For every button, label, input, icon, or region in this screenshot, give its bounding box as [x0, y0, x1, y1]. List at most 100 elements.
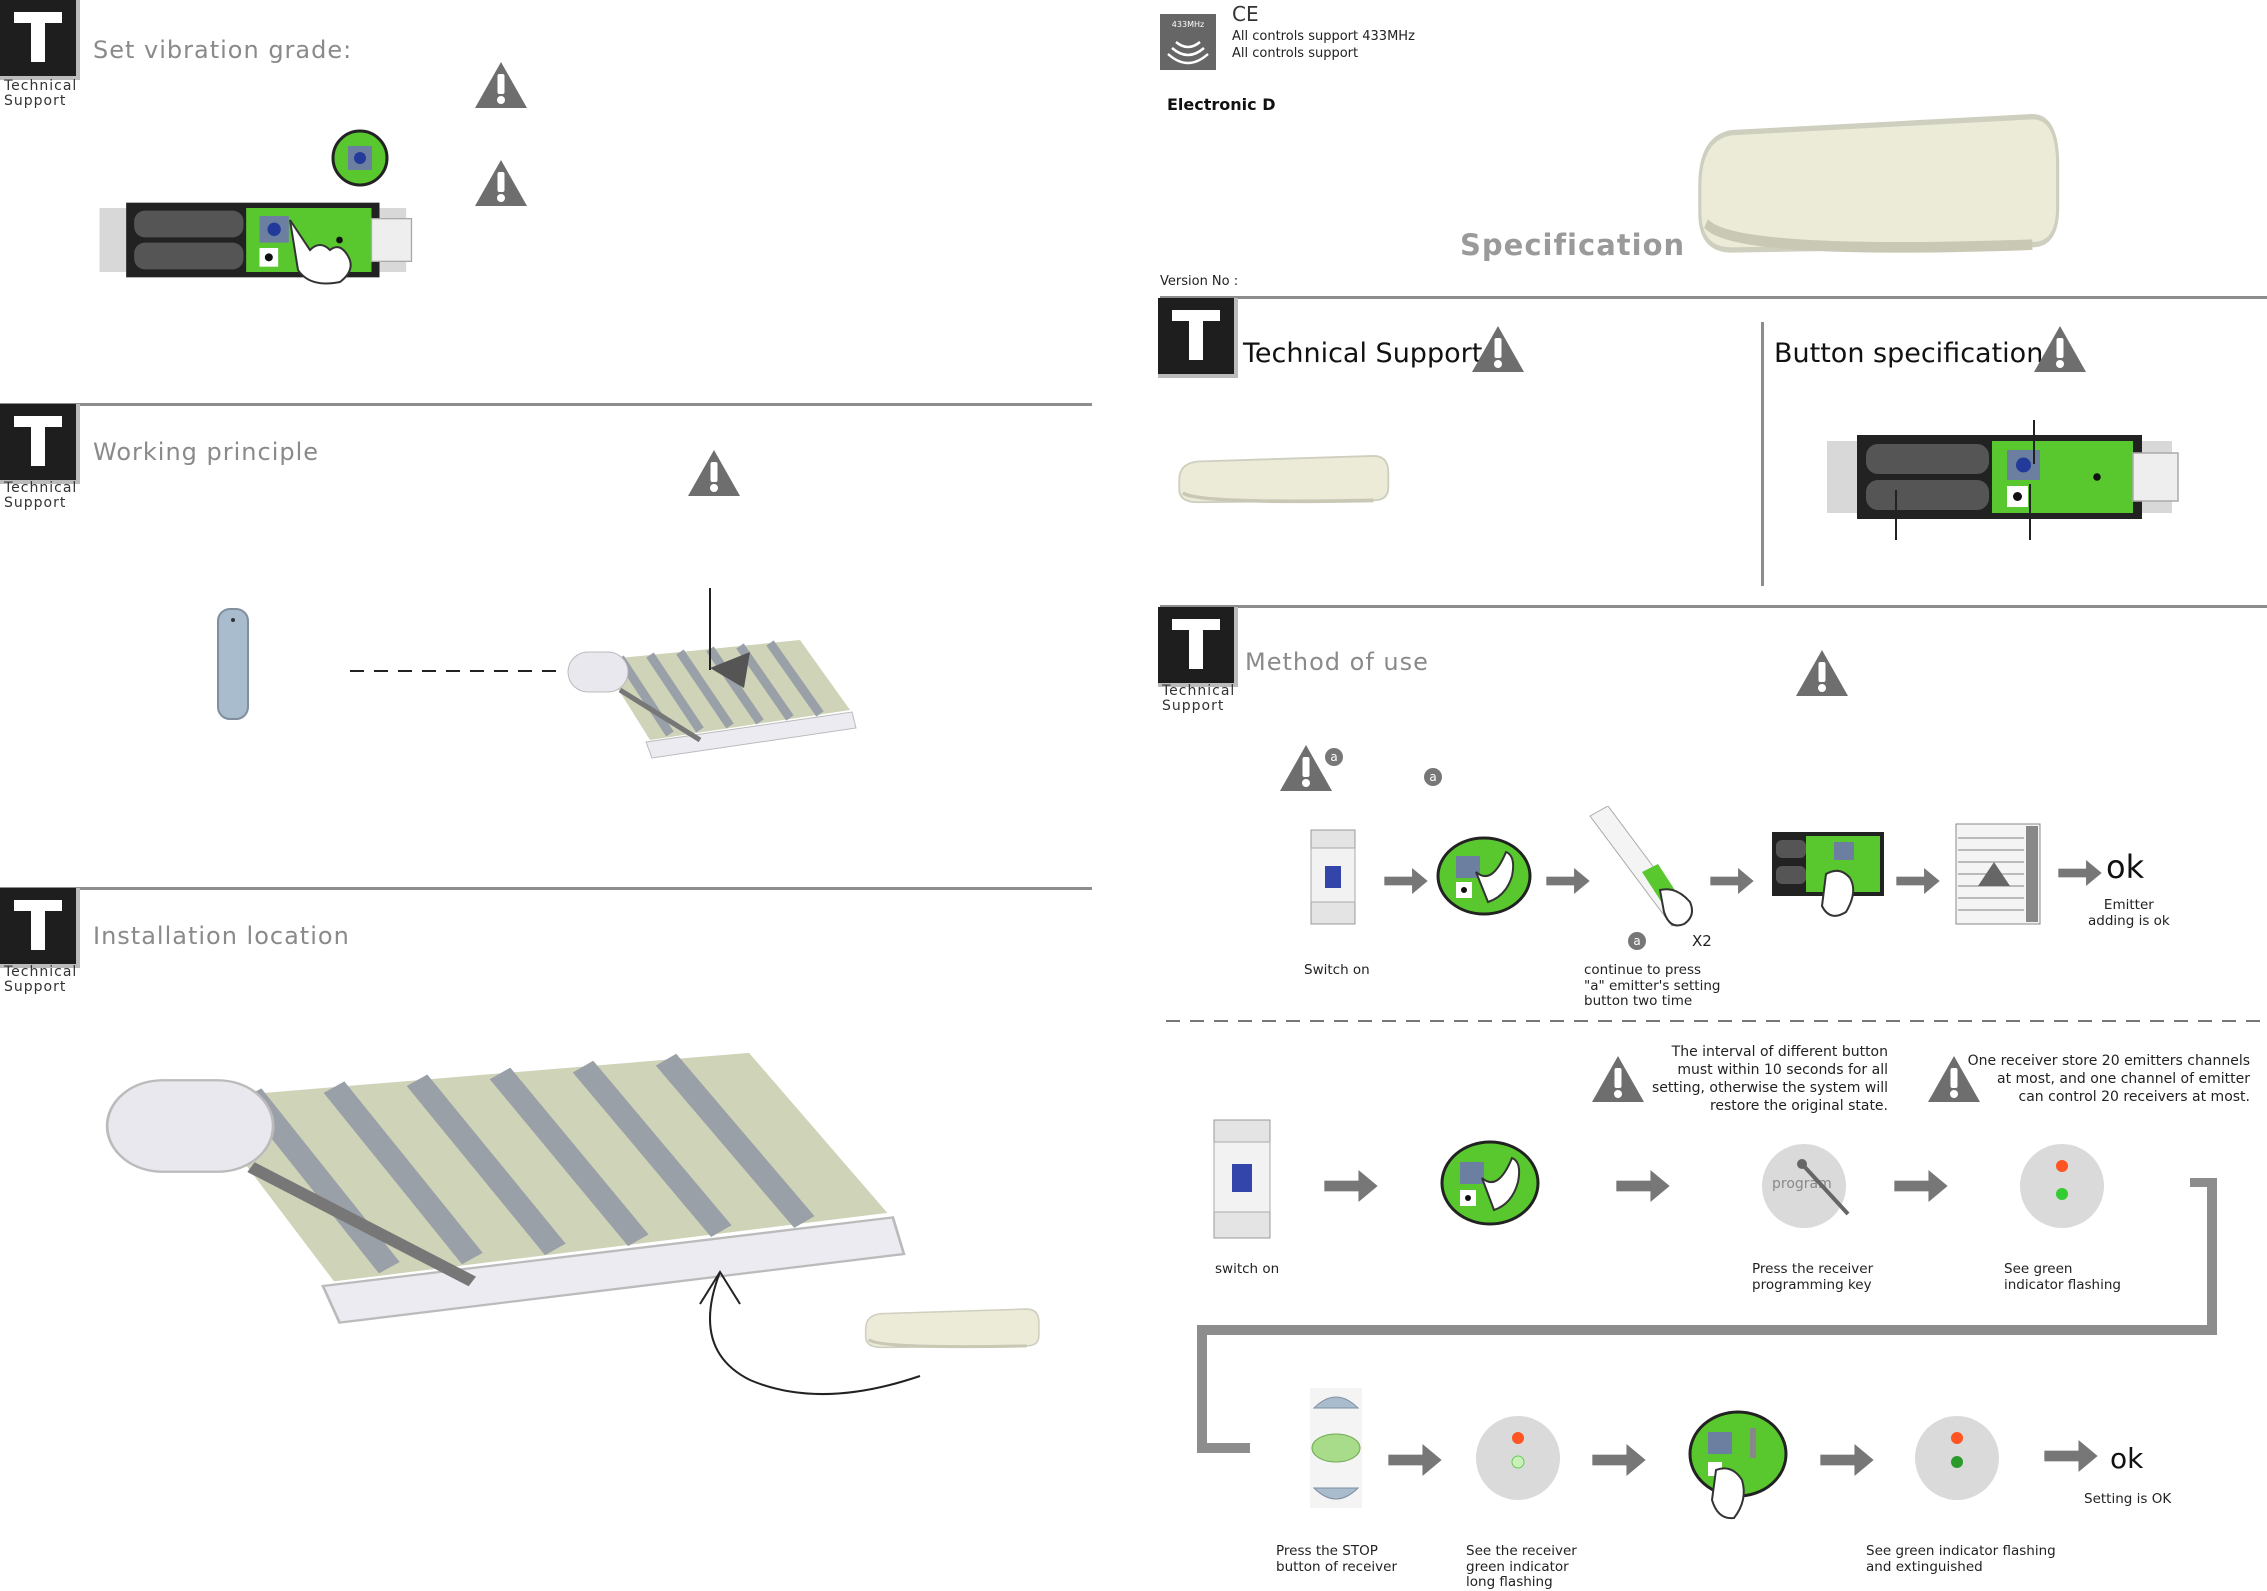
step-caption-line: Emitter [2103, 897, 2154, 913]
button-press-icon [1688, 1410, 1788, 1520]
circuit-breaker-icon [1213, 1119, 1271, 1239]
section-divider [0, 887, 1092, 890]
warning-icon [473, 158, 529, 208]
note-line: One receiver store 20 emitters channels [1967, 1053, 2250, 1069]
step-caption-line: long flashing [1466, 1574, 1553, 1590]
ce-mark: CE [1232, 2, 1259, 26]
step-caption-line: "a" emitter's setting [1584, 977, 1721, 994]
interval-note: The interval of different button must wi… [1636, 1043, 1888, 1115]
button-press-icon [1440, 1140, 1540, 1226]
arrow-right-icon [1896, 868, 1940, 894]
stop-button-remote-icon [1310, 1388, 1362, 1508]
callout-lines [1895, 420, 2035, 540]
logo-caption: Technical Support [1162, 684, 1235, 714]
note-line: The interval of different button [1671, 1044, 1888, 1060]
arrow-right-icon [1584, 1444, 1654, 1476]
technical-support-logo [0, 0, 80, 80]
install-arrow [699, 1270, 921, 1395]
badge-a-icon: a [1424, 768, 1442, 786]
hand-press-icon [289, 219, 352, 285]
warning-icon [473, 60, 529, 110]
receiver-board-press-icon [1772, 832, 1884, 917]
warning-icon [686, 448, 742, 498]
warning-icon [2032, 324, 2088, 374]
version-label: Version No : [1160, 274, 1239, 289]
warning-icon [1470, 324, 1526, 374]
step-caption-line: adding is ok [2088, 912, 2170, 929]
step-caption: See the receiver green indicator long fl… [1466, 1543, 1577, 1591]
note-line: at most, and one channel of emitter [1997, 1071, 2250, 1087]
section-title: Set vibration grade: [93, 36, 353, 64]
logo-caption: Technical Support [4, 79, 77, 109]
step-caption: See green indicator flashing [2004, 1261, 2121, 1293]
indicator-light-icon [1476, 1416, 1560, 1500]
warning-icon [1794, 648, 1850, 698]
spec-title: Specification [1460, 228, 1686, 262]
frequency-badge-icon: 433MHz [1160, 14, 1216, 70]
arrow-right-icon [1384, 868, 1428, 894]
logo-caption-line1: Technical [1162, 683, 1236, 699]
section-title: Button specification [1774, 338, 2044, 369]
step-caption-line: green indicator [1466, 1558, 1569, 1575]
step-caption: Switch on [1304, 962, 1370, 978]
section-title: Working principle [93, 438, 320, 466]
badge-a-icon: a [1325, 748, 1343, 766]
receiver-product-image [1684, 106, 2064, 266]
step-caption-line: programming key [1752, 1276, 1872, 1293]
receiver-note: One receiver store 20 emitters channels … [1956, 1052, 2250, 1106]
technical-support-logo [1158, 607, 1238, 687]
section-title: Method of use [1245, 648, 1429, 676]
remote-control-icon [217, 608, 249, 720]
technical-support-logo [0, 888, 80, 968]
support-line-2: All controls support [1232, 46, 1359, 61]
step-caption-line: button of receiver [1276, 1558, 1398, 1575]
logo-caption-line2: Support [4, 979, 67, 995]
logo-caption-line1: Technical [4, 964, 78, 980]
ok-label: ok [2106, 848, 2145, 886]
program-key-icon: program [1762, 1144, 1850, 1228]
arrow-right-icon [1812, 1444, 1882, 1476]
logo-caption-line1: Technical [4, 480, 78, 496]
button-zoom-icon [331, 129, 389, 187]
note-line: must within 10 seconds for all [1677, 1062, 1888, 1078]
product-name: Electronic D [1167, 95, 1276, 114]
step-caption: Press the receiver programming key [1752, 1261, 1874, 1293]
step-caption-line: See green indicator flashing [1866, 1543, 2056, 1559]
section-divider [0, 403, 1092, 406]
arrow-right-icon [2058, 860, 2102, 886]
pointer-line [709, 588, 750, 688]
step-caption-line: and extinguished [1866, 1558, 1983, 1575]
support-line-1: All controls support 433MHz [1232, 29, 1415, 44]
button-press-icon [1436, 836, 1532, 916]
receiver-bar-illustration [858, 1298, 1042, 1360]
step-caption: Press the STOP button of receiver [1276, 1543, 1398, 1575]
signal-dashed-line [350, 670, 560, 672]
arrow-right-icon [1380, 1444, 1450, 1476]
window-blind-icon [1955, 823, 2041, 925]
step-caption-line: indicator flashing [2004, 1276, 2121, 1293]
section-divider [1160, 296, 2267, 299]
section-title: Technical Support [1243, 338, 1483, 369]
vertical-divider [1761, 322, 1764, 586]
logo-caption-line2: Support [1162, 698, 1225, 714]
arrow-right-icon [2036, 1440, 2106, 1472]
step-caption: See green indicator flashing and extingu… [1866, 1543, 2056, 1575]
technical-support-logo [1158, 298, 1238, 378]
dashed-divider [1166, 1020, 2266, 1022]
step-caption-line: See green [2004, 1261, 2073, 1277]
circuit-breaker-icon [1310, 829, 1356, 925]
indicator-light-icon [1915, 1416, 1999, 1500]
section-divider [1160, 605, 2267, 608]
logo-caption: Technical Support [4, 481, 77, 511]
note-line: restore the original state. [1709, 1098, 1888, 1114]
logo-caption-line2: Support [4, 93, 67, 109]
step-caption-line: Press the receiver [1752, 1261, 1874, 1277]
frequency-badge-text: 433MHz [1171, 20, 1205, 29]
note-line: can control 20 receivers at most. [2018, 1089, 2250, 1105]
indicator-light-icon [2020, 1144, 2104, 1228]
logo-caption: Technical Support [4, 965, 77, 995]
step-caption-line: See the receiver [1466, 1543, 1577, 1559]
badge-a-icon: a [1628, 932, 1646, 950]
note-line: setting, otherwise the system will [1651, 1080, 1888, 1096]
receiver-bar-illustration [1170, 440, 1392, 520]
